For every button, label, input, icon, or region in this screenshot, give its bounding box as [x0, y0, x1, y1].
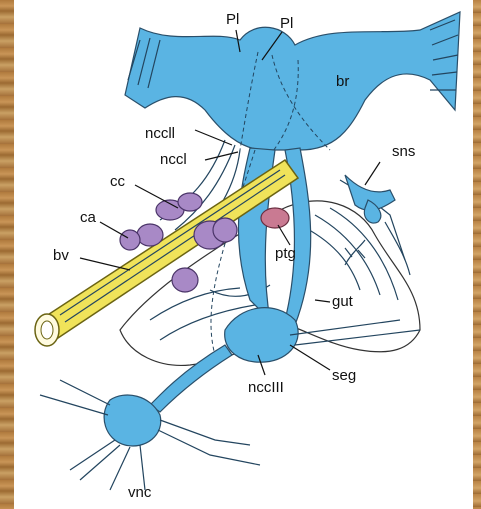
label-nccIII: nccIII: [248, 379, 284, 396]
label-sns: sns: [392, 143, 415, 160]
brain: [125, 12, 460, 155]
label-ca: ca: [80, 209, 97, 226]
label-ptg: ptg: [275, 245, 296, 262]
ventral-nerve-cord: [40, 380, 260, 490]
label-seg: seg: [332, 367, 356, 384]
label-nccll: nccll: [145, 125, 175, 142]
label-br: br: [336, 73, 349, 90]
ptg-gland: [261, 208, 289, 228]
label-pl-left: Pl: [226, 11, 239, 28]
label-bv: bv: [53, 247, 69, 264]
label-gut: gut: [332, 293, 354, 310]
label-cc: cc: [110, 173, 126, 190]
label-vnc: vnc: [128, 484, 152, 501]
label-pl-right: Pl: [280, 15, 293, 32]
label-nccl: nccl: [160, 151, 187, 168]
